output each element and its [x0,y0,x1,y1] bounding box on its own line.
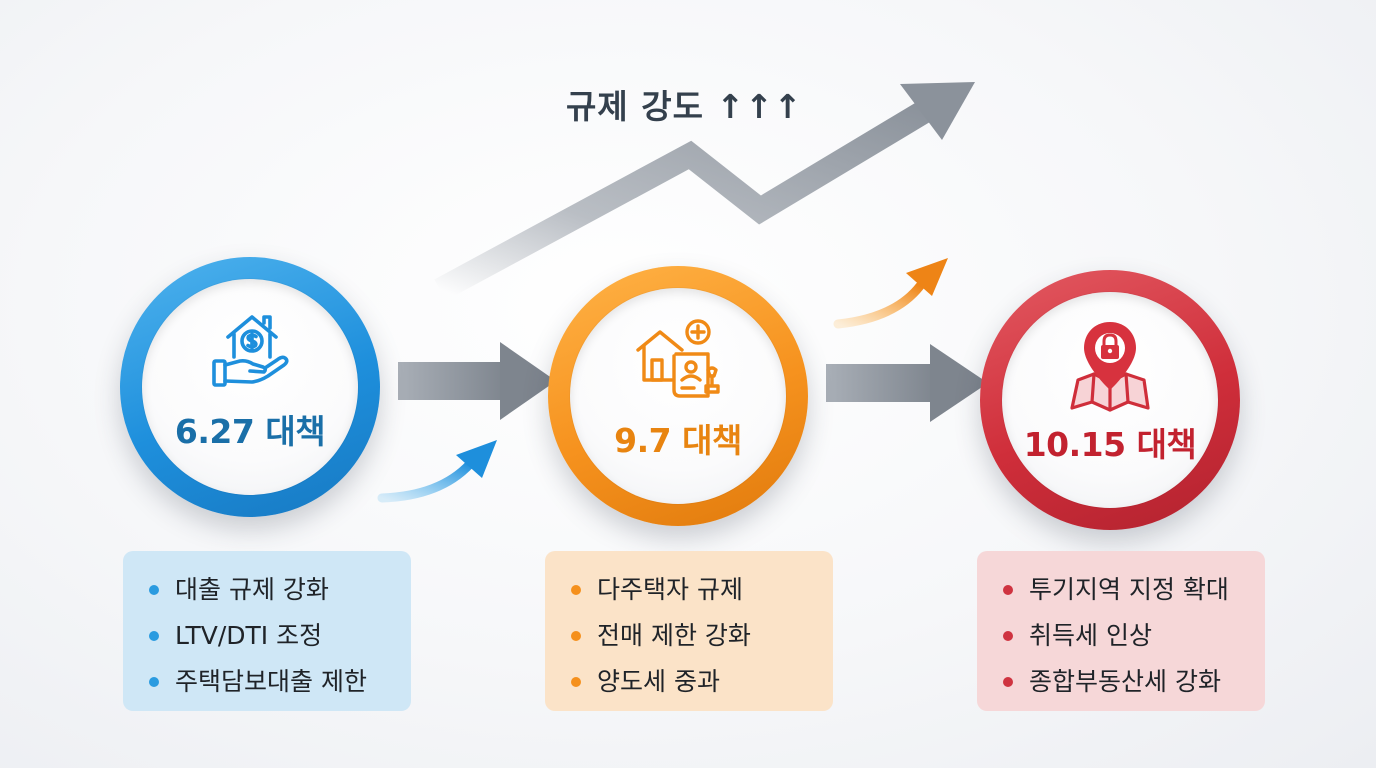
bullet-dot [571,585,581,595]
policy-node-10-15: 10.15 대책 [980,270,1240,530]
list-item: 양도세 중과 [571,659,833,705]
policy-details-6-27: 대출 규제 강화 LTV/DTI 조정 주택담보대출 제한 [123,551,411,711]
list-item: LTV/DTI 조정 [149,613,411,659]
list-item: 대출 규제 강화 [149,567,411,613]
list-item: 투기지역 지정 확대 [1003,567,1265,613]
curved-arrow-blue [377,440,497,503]
policy-details-9-7: 다주택자 규제 전매 제한 강화 양도세 중과 [545,551,833,711]
bullet-dot [1003,677,1013,687]
policy-title: 10.15 대책 [1023,425,1197,464]
bullet-dot [1003,631,1013,641]
policy-node-inner: 6.27 대책 [142,279,358,495]
policy-node-inner: 10.15 대책 [1002,292,1218,508]
policy-details-10-15: 투기지역 지정 확대 취득세 인상 종합부동산세 강화 [977,551,1265,711]
bullet-dot [571,631,581,641]
list-item: 전매 제한 강화 [571,613,833,659]
bullet-dot [149,585,159,595]
curved-arrow-orange [833,258,948,329]
bullet-dot [571,677,581,687]
policy-node-6-27: 6.27 대책 [120,257,380,517]
policy-node-9-7: 9.7 대책 [548,266,808,526]
list-item: 취득세 인상 [1003,613,1265,659]
bullet-dot [149,631,159,641]
trend-arrow [434,82,975,301]
list-item: 다주택자 규제 [571,567,833,613]
headline-regulation-intensity: 규제 강도 ↑↑↑ [566,87,803,126]
house-document-stamp-icon [636,319,720,398]
list-item: 종합부동산세 강화 [1003,659,1265,705]
house-dollar-hand-icon [212,315,289,387]
location-pin-lock-map-icon [1070,322,1150,412]
policy-title: 9.7 대책 [614,421,742,460]
policy-title: 6.27 대책 [174,412,326,451]
bullet-dot [149,677,159,687]
flow-arrow-1 [398,342,556,420]
list-item: 주택담보대출 제한 [149,659,411,705]
policy-node-inner: 9.7 대책 [570,288,786,504]
flow-arrow-2 [826,344,988,422]
bullet-dot [1003,585,1013,595]
